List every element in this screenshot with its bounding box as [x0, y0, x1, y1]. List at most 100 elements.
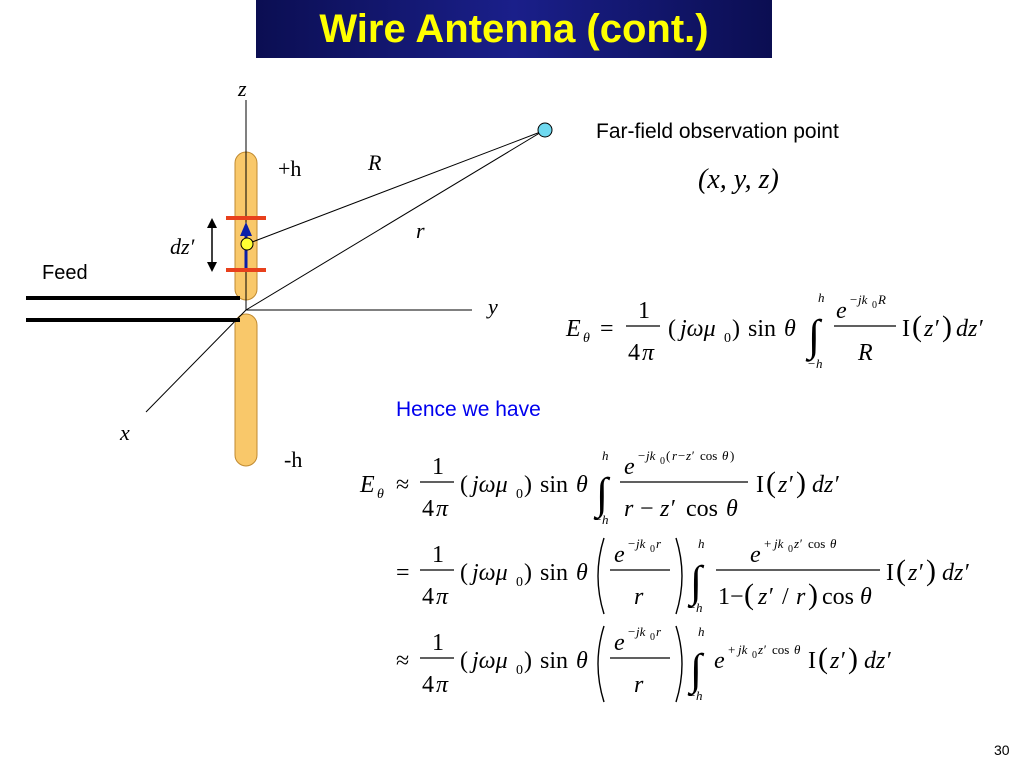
x-axis-label: x [120, 420, 130, 445]
svg-text:(: ( [896, 554, 906, 587]
svg-text:1: 1 [638, 298, 650, 324]
svg-text:): ) [926, 554, 936, 587]
svg-text:dz′: dz′ [942, 560, 969, 586]
svg-text:): ) [730, 448, 734, 463]
svg-text:0: 0 [752, 650, 757, 661]
svg-text:): ) [524, 648, 532, 674]
svg-text:4: 4 [422, 672, 434, 698]
svg-text:(: ( [912, 310, 922, 343]
svg-text:): ) [808, 578, 818, 611]
svg-text:h: h [816, 356, 823, 371]
minus-h-label: -h [284, 447, 303, 472]
svg-text:e: e [836, 298, 847, 324]
svg-text:1: 1 [432, 542, 444, 568]
svg-text:I: I [902, 316, 910, 342]
y-axis-label: y [488, 294, 498, 319]
svg-text:θ: θ [784, 316, 796, 342]
svg-text:≈: ≈ [396, 472, 409, 498]
slide-title: Wire Antenna (cont.) [319, 6, 709, 51]
svg-text:θ: θ [794, 642, 801, 657]
svg-text:e: e [614, 630, 625, 656]
dz-label: dz′ [170, 234, 195, 259]
svg-text:I: I [756, 472, 764, 498]
svg-text:(: ( [460, 648, 468, 674]
svg-text:θ: θ [377, 487, 384, 502]
svg-text:): ) [524, 560, 532, 586]
svg-text:dz′: dz′ [812, 472, 839, 498]
svg-text:sin: sin [540, 472, 568, 498]
svg-text:−: − [628, 536, 635, 551]
current-arrow-head [240, 222, 252, 236]
svg-text:π: π [436, 584, 449, 610]
svg-text:0: 0 [516, 575, 523, 590]
svg-text:dz′: dz′ [864, 648, 891, 674]
svg-text:(: ( [668, 316, 676, 342]
svg-text:θ: θ [576, 472, 588, 498]
svg-text:z′: z′ [829, 648, 845, 674]
svg-text:e: e [614, 542, 625, 568]
svg-text:r: r [656, 536, 662, 551]
r-line [245, 130, 544, 311]
svg-text:jωμ: jωμ [469, 648, 508, 674]
title-bar: Wire Antenna (cont.) [256, 0, 772, 58]
source-point [240, 237, 254, 251]
svg-text:−: − [628, 624, 635, 639]
svg-text:h: h [698, 536, 705, 551]
svg-text:−: − [678, 448, 685, 463]
svg-text:jk: jk [644, 448, 656, 463]
svg-text:E: E [565, 316, 581, 342]
svg-text:jk: jk [634, 624, 646, 639]
svg-text:0: 0 [516, 663, 523, 678]
svg-text:0: 0 [660, 456, 665, 467]
svg-text:R: R [877, 292, 886, 307]
svg-text:0: 0 [650, 544, 655, 555]
svg-text:h: h [602, 512, 609, 527]
feed-label: Feed [42, 262, 88, 284]
svg-text:sin: sin [748, 316, 776, 342]
svg-text:4: 4 [422, 496, 434, 522]
observation-coords: (x, y, z) [698, 164, 779, 195]
svg-text:jk: jk [634, 536, 646, 551]
svg-text:r: r [634, 584, 644, 610]
svg-text:jωμ: jωμ [677, 316, 716, 342]
svg-text:z′: z′ [685, 448, 694, 463]
svg-text:I: I [886, 560, 894, 586]
svg-text:+: + [728, 642, 735, 657]
svg-text:z′: z′ [907, 560, 923, 586]
svg-text:): ) [524, 472, 532, 498]
svg-text:0: 0 [650, 632, 655, 643]
svg-text:4: 4 [628, 340, 640, 366]
R-line [246, 130, 544, 245]
dz-arrow-bottom [207, 262, 217, 272]
svg-text:r: r [634, 672, 644, 698]
svg-text:jk: jk [736, 642, 748, 657]
svg-text:h: h [698, 624, 705, 639]
svg-text:I: I [808, 648, 816, 674]
svg-text:0: 0 [724, 331, 731, 346]
svg-text:): ) [796, 466, 806, 499]
svg-text:h: h [818, 290, 825, 305]
svg-text:θ: θ [722, 448, 729, 463]
svg-text:(: ( [460, 472, 468, 498]
svg-text:z′: z′ [777, 472, 793, 498]
r-label: r [416, 218, 425, 243]
svg-text:0: 0 [872, 300, 877, 311]
svg-text:−: − [640, 496, 654, 522]
svg-text:θ: θ [576, 560, 588, 586]
svg-text:/: / [782, 584, 789, 610]
svg-text:h: h [696, 600, 703, 615]
svg-text:(: ( [460, 560, 468, 586]
svg-text:−: − [594, 512, 601, 527]
svg-text:0: 0 [516, 487, 523, 502]
svg-text:4: 4 [422, 584, 434, 610]
svg-text:cos: cos [686, 496, 718, 522]
svg-text:e: e [750, 542, 761, 568]
svg-text:sin: sin [540, 560, 568, 586]
svg-text:π: π [436, 496, 449, 522]
svg-text:cos: cos [808, 536, 825, 551]
svg-text:∫: ∫ [687, 645, 705, 696]
svg-text:∫: ∫ [687, 557, 705, 608]
